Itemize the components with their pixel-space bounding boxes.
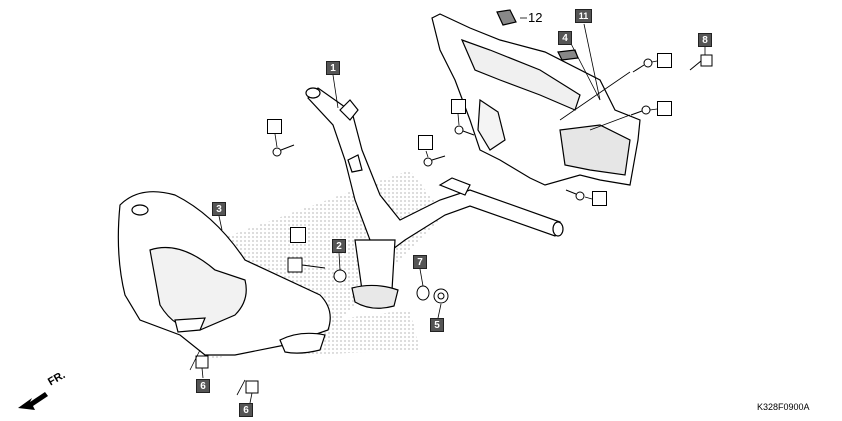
bolt-8 — [689, 54, 713, 71]
bolt-left-center — [287, 257, 326, 273]
ref-box-screw-center — [451, 99, 466, 114]
diagram-code: K328F0900A — [757, 402, 810, 412]
ref-box-screw-right-lower — [657, 101, 672, 116]
screw-left — [272, 144, 295, 157]
ref-box-screw-mid — [418, 135, 433, 150]
ref-box-screw-left — [267, 119, 282, 134]
part-label-1: 1 — [326, 61, 340, 75]
ref-box-screw-bottom — [592, 191, 607, 206]
part-label-4: 4 — [558, 31, 572, 45]
part-label-6-left: 6 — [196, 379, 210, 393]
collar-7 — [416, 285, 430, 301]
hardware — [195, 54, 713, 394]
part-label-12: 12 — [528, 10, 543, 25]
screw-mid — [423, 155, 446, 167]
front-handle-cover — [117, 191, 331, 356]
part-label-6-bottom: 6 — [239, 403, 253, 417]
part-label-7: 7 — [413, 255, 427, 269]
rear-handle-cover — [431, 9, 641, 186]
part-label-8: 8 — [698, 33, 712, 47]
clip-6a — [195, 355, 209, 369]
part-label-5: 5 — [430, 318, 444, 332]
part-label-11: 11 — [575, 9, 592, 23]
nut-5 — [433, 288, 449, 304]
screw-right-upper — [632, 58, 653, 73]
leader-lines — [189, 17, 706, 404]
screw-bottom — [565, 189, 585, 201]
screw-right-lower — [630, 105, 651, 116]
handlebar — [305, 87, 564, 309]
ref-box-screw-right-upper — [657, 53, 672, 68]
washer-2 — [333, 269, 347, 283]
ref-box-bolt-left — [290, 227, 306, 243]
front-arrow-icon — [18, 392, 48, 410]
part-label-2: 2 — [332, 239, 346, 253]
clip-6b — [245, 380, 259, 394]
screw-center — [454, 125, 475, 136]
part-label-3: 3 — [212, 202, 226, 216]
